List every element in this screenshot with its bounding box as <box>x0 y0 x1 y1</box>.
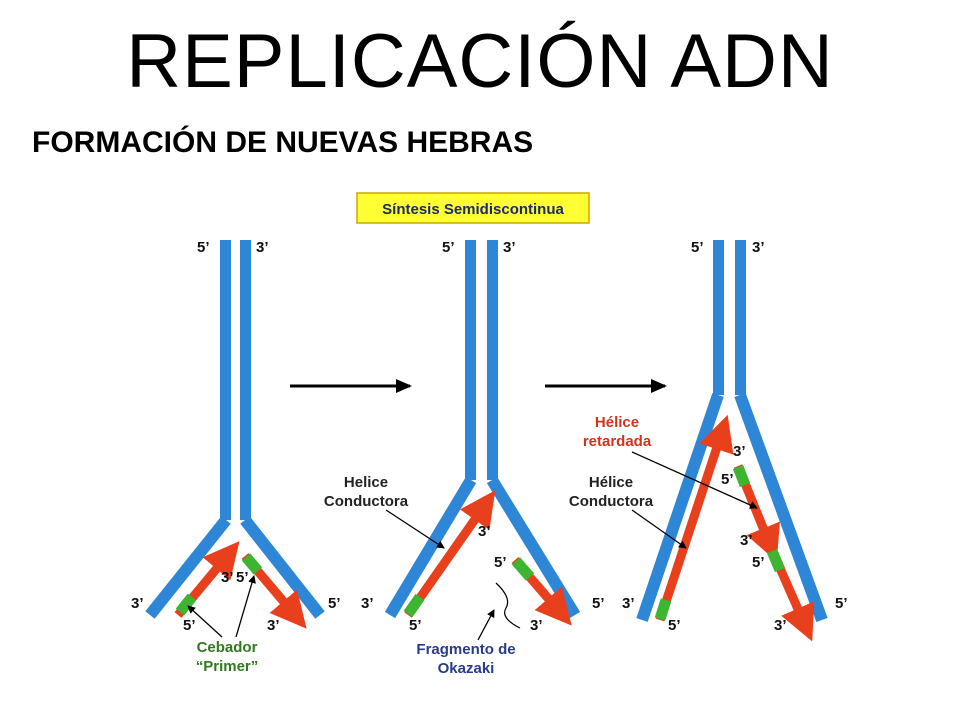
parent-strand-right <box>487 240 498 480</box>
callout-helice-conductora-line1: Helice <box>344 474 388 491</box>
callout-helice-retardada-line1: Hélice <box>595 414 639 431</box>
banner-text: Síntesis Semidiscontinua <box>382 201 564 218</box>
end-3-frag2: 3’ <box>740 532 753 549</box>
fork-arm-right <box>240 516 325 619</box>
end-5-right: 5’ <box>592 595 605 612</box>
primer-right <box>241 553 263 575</box>
parent-strand-left <box>713 240 724 395</box>
end-5-mid: 5’ <box>236 569 249 586</box>
end-3-frag1: 3’ <box>733 443 746 460</box>
end-3-leading: 3’ <box>478 523 491 540</box>
primer-fragment-2 <box>766 548 786 573</box>
new-strand-leading <box>655 414 734 622</box>
callout-helice-retardada-line2: retardada <box>583 433 652 450</box>
panel-2: 5’ 3’ 3’ 5’ 3’ 5’ 5’ 3’ Helice Conductor… <box>324 239 605 677</box>
end-5-frag1: 5’ <box>721 471 734 488</box>
end-3-bottom: 3’ <box>774 617 787 634</box>
end-5-frag2: 5’ <box>752 554 765 571</box>
banner: Síntesis Semidiscontinua <box>356 192 590 224</box>
page-subtitle: FORMACIÓN DE NUEVAS HEBRAS <box>32 126 534 159</box>
end-5-right: 5’ <box>835 595 848 612</box>
callout-okazaki-line2: Okazaki <box>438 660 495 677</box>
end-3-left: 3’ <box>622 595 635 612</box>
fork-arm-left <box>384 476 477 619</box>
parent-strand-left <box>220 240 231 520</box>
end-3-top: 3’ <box>752 239 765 256</box>
fork-arm-left <box>636 393 724 622</box>
end-3-top: 3’ <box>503 239 516 256</box>
end-3-top: 3’ <box>256 239 269 256</box>
end-5-okazaki: 5’ <box>494 554 507 571</box>
callout-helice-conductora-line2: Conductora <box>569 493 654 510</box>
new-strand-leading <box>404 490 496 618</box>
end-5-bottom: 5’ <box>409 617 422 634</box>
end-3-bottom: 3’ <box>267 617 280 634</box>
fork-arm-right <box>486 476 581 619</box>
panel-3: 5’ 3’ 3’ 5’ 5’ 3’ 5’ 3’ 5’ 3’ Hélice ret… <box>569 239 848 642</box>
callout-cebador-line2: “Primer” <box>196 658 259 675</box>
fork-arm-right <box>734 392 828 623</box>
pointer-okazaki <box>477 609 495 641</box>
callout-okazaki-line1: Fragmento de <box>416 641 515 658</box>
end-5-top: 5’ <box>691 239 704 256</box>
end-5-top: 5’ <box>197 239 210 256</box>
end-3-left: 3’ <box>361 595 374 612</box>
primer-leading <box>654 598 672 621</box>
parent-strand-right <box>240 240 251 520</box>
primer-fragment-1 <box>732 465 751 487</box>
fork-arm-left <box>145 516 231 619</box>
primer-left <box>175 593 197 616</box>
primer-okazaki <box>511 557 535 581</box>
parent-strand-right <box>735 240 746 395</box>
pointer-helice-conductora <box>385 509 445 549</box>
callout-cebador-line1: Cebador <box>197 639 258 656</box>
primer-leading <box>403 593 425 618</box>
end-3-mid: 3’ <box>221 569 234 586</box>
page-title: REPLICACIÓN ADN <box>126 19 834 104</box>
pointer-helice-conductora <box>631 509 687 549</box>
pointer-cebador-1 <box>187 605 223 638</box>
pointer-cebador-2 <box>235 575 256 638</box>
pointer-helice-retardada <box>631 451 758 509</box>
end-5-bottom: 5’ <box>668 617 681 634</box>
callout-helice-conductora-line2: Conductora <box>324 493 409 510</box>
parent-strand-left <box>465 240 476 480</box>
end-5-bottom: 5’ <box>183 617 196 634</box>
okazaki-bracket <box>495 582 521 629</box>
panel-1: 5’ 3’ 3’ 5’ 3’ 5’ 5’ 3’ Cebador “Primer” <box>131 239 341 675</box>
callout-helice-conductora-line1: Hélice <box>589 474 633 491</box>
end-5-right: 5’ <box>328 595 341 612</box>
end-3-okazaki: 3’ <box>530 617 543 634</box>
end-3-left: 3’ <box>131 595 144 612</box>
end-5-top: 5’ <box>442 239 455 256</box>
